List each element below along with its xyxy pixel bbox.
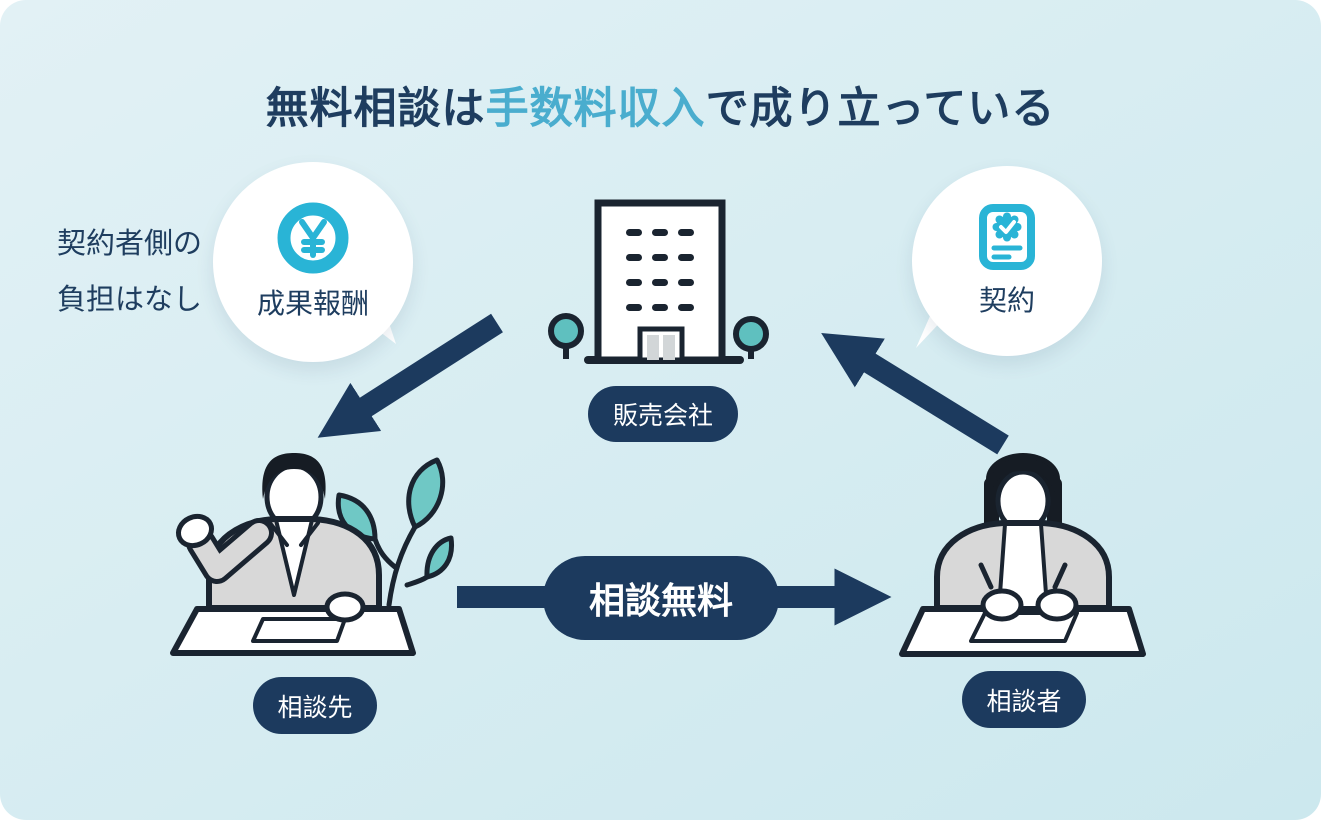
reward-bubble: 成果報酬 [213, 162, 413, 362]
side-note: 契約者側の 負担はなし [57, 216, 202, 328]
side-note-line1: 契約者側の [57, 228, 203, 260]
arrow-consulter-to-company [821, 333, 1009, 455]
contract-bubble: 契約 [912, 166, 1102, 356]
free-consultation-label: 相談無料 [588, 580, 733, 621]
advisor-person-icon [170, 453, 455, 656]
consulter-label: 相談者 [986, 687, 1062, 716]
office-building-icon [548, 199, 769, 364]
arrow-company-to-advisor [317, 313, 503, 438]
free-consultation-badge: 相談無料 [543, 556, 779, 640]
title-highlight: 手数料収入 [485, 85, 706, 133]
company-label: 販売会社 [612, 402, 713, 430]
side-note-line2: 負担はなし [57, 284, 203, 316]
title-suffix: で成り立っている [705, 85, 1056, 133]
title-prefix: 無料相談は [265, 85, 486, 133]
contract-bubble-label: 契約 [978, 285, 1035, 316]
consulter-person-icon [899, 453, 1146, 657]
advisor-label-badge: 相談先 [253, 677, 377, 734]
consulter-label-badge: 相談者 [962, 671, 1086, 728]
company-label-badge: 販売会社 [588, 386, 738, 442]
yen-coin-icon [277, 202, 349, 274]
contract-document-icon [979, 204, 1035, 270]
advisor-label: 相談先 [277, 693, 353, 722]
page-title: 無料相談は手数料収入で成り立っている [0, 74, 1321, 136]
reward-bubble-label: 成果報酬 [256, 288, 369, 319]
